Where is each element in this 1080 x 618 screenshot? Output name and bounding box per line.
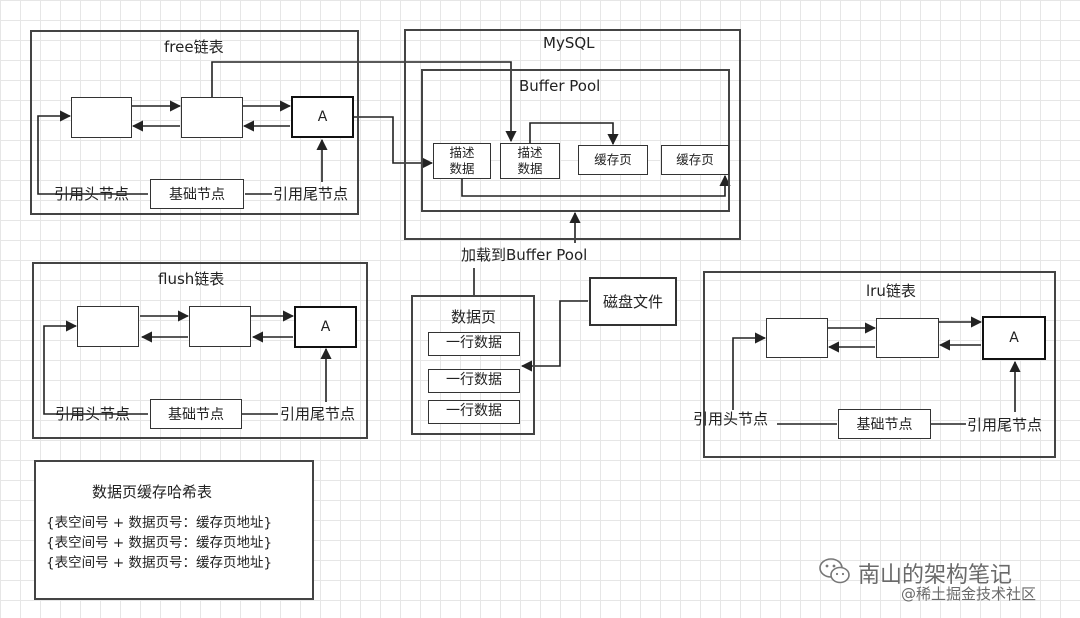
lru-base-node[interactable]: 基础节点 [838,409,931,439]
hash-entry-1: {表空间号 + 数据页号：缓存页地址} [46,515,273,531]
flush-node-a[interactable]: A [294,306,357,348]
desc1-line1: 描述 [449,145,475,161]
lru-head-ref-arrow [732,332,767,410]
disk-file-node[interactable]: 磁盘文件 [589,277,677,326]
flush-tail-label: 引用尾节点 [280,405,356,423]
free-node-1[interactable] [71,97,132,138]
data-page-panel [411,295,535,435]
desc1-line2: 数据 [449,161,475,176]
lru-node-2[interactable] [876,318,939,358]
hash-entry-3: {表空间号 + 数据页号：缓存页地址} [46,555,273,571]
hash-table-title: 数据页缓存哈希表 [92,483,213,501]
flush-head-ref-arrow [43,320,148,415]
lru-head-label: 引用头节点 [693,410,769,428]
hash-table-panel [34,460,314,600]
desc1-to-cache2-arrow [461,174,731,197]
lru-node-a[interactable]: A [982,316,1046,360]
free-head-label: 引用头节点 [54,185,130,203]
free-node-2[interactable] [181,97,243,138]
flush-list-panel [32,262,368,439]
mysql-panel [404,29,741,240]
desc2-to-cache1-arrow [529,122,619,146]
free-node-a[interactable]: A [291,96,354,138]
hash-entry-2: {表空间号 + 数据页号：缓存页地址} [46,535,273,551]
wechat-icon [818,556,852,586]
lru-tail-label: 引用尾节点 [967,416,1043,434]
cache-page-node-2[interactable]: 缓存页 [661,145,729,175]
load-label: 加载到Buffer Pool [461,246,588,264]
flush-node-2[interactable] [189,306,251,347]
buffer-pool-title: Buffer Pool [519,77,601,95]
free-to-desc2-arrow [211,61,517,143]
flush-base-node[interactable]: 基础节点 [150,399,242,429]
lru-list-title: lru链表 [866,282,916,300]
free-head-ref-arrow [37,110,148,195]
watermark-subtitle: @稀土掘金技术社区 [901,585,1037,603]
mysql-title: MySQL [543,34,595,52]
free-tail-label: 引用尾节点 [273,185,349,203]
desc-data-node-2[interactable]: 描述 数据 [500,143,560,179]
lru-list-panel [703,271,1056,458]
disk-to-datapage-arrow [520,300,588,372]
free-list-panel [30,30,359,215]
free-base-node[interactable]: 基础节点 [150,179,244,209]
free-to-desc1-arrow [354,116,434,169]
data-row-2[interactable]: 一行数据 [428,369,520,393]
free-list-title: free链表 [164,38,224,56]
buffer-pool-panel [421,69,730,212]
flush-list-title: flush链表 [158,270,225,288]
data-row-1[interactable]: 一行数据 [428,332,520,356]
data-row-3[interactable]: 一行数据 [428,400,520,424]
flush-node-1[interactable] [77,306,139,347]
watermark-title: 南山的架构笔记 [858,563,1013,588]
cache-page-node-1[interactable]: 缓存页 [578,145,648,175]
desc2-line2: 数据 [517,161,543,176]
lru-node-1[interactable] [766,318,828,358]
desc2-line1: 描述 [517,145,543,161]
desc-data-node-1[interactable]: 描述 数据 [433,143,491,179]
data-page-title: 数据页 [451,308,497,326]
flush-head-label: 引用头节点 [55,405,131,423]
